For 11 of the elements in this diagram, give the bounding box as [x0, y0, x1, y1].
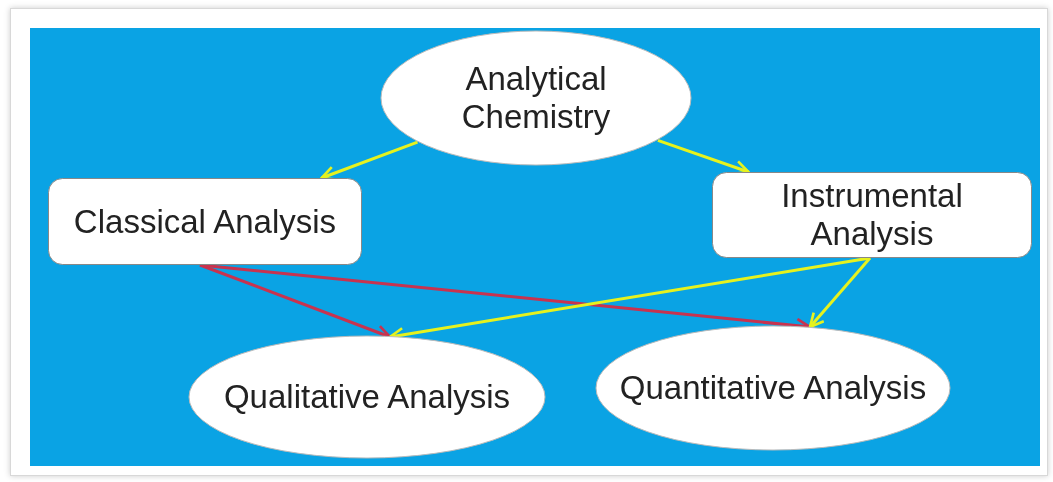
node-label: Qualitative Analysis	[222, 378, 512, 416]
rounded-box	[48, 178, 362, 265]
node-label: Instrumental Analysis	[780, 177, 964, 253]
node-label: Classical Analysis	[72, 202, 338, 241]
node-label: Quantitative Analysis	[618, 369, 928, 407]
node-label: Analytical Chemistry	[460, 60, 612, 136]
rounded-box	[712, 172, 1032, 258]
ellipse-node	[380, 30, 692, 166]
ellipse-node	[188, 335, 546, 459]
ellipse-node	[595, 325, 951, 451]
arrow	[808, 257, 872, 329]
